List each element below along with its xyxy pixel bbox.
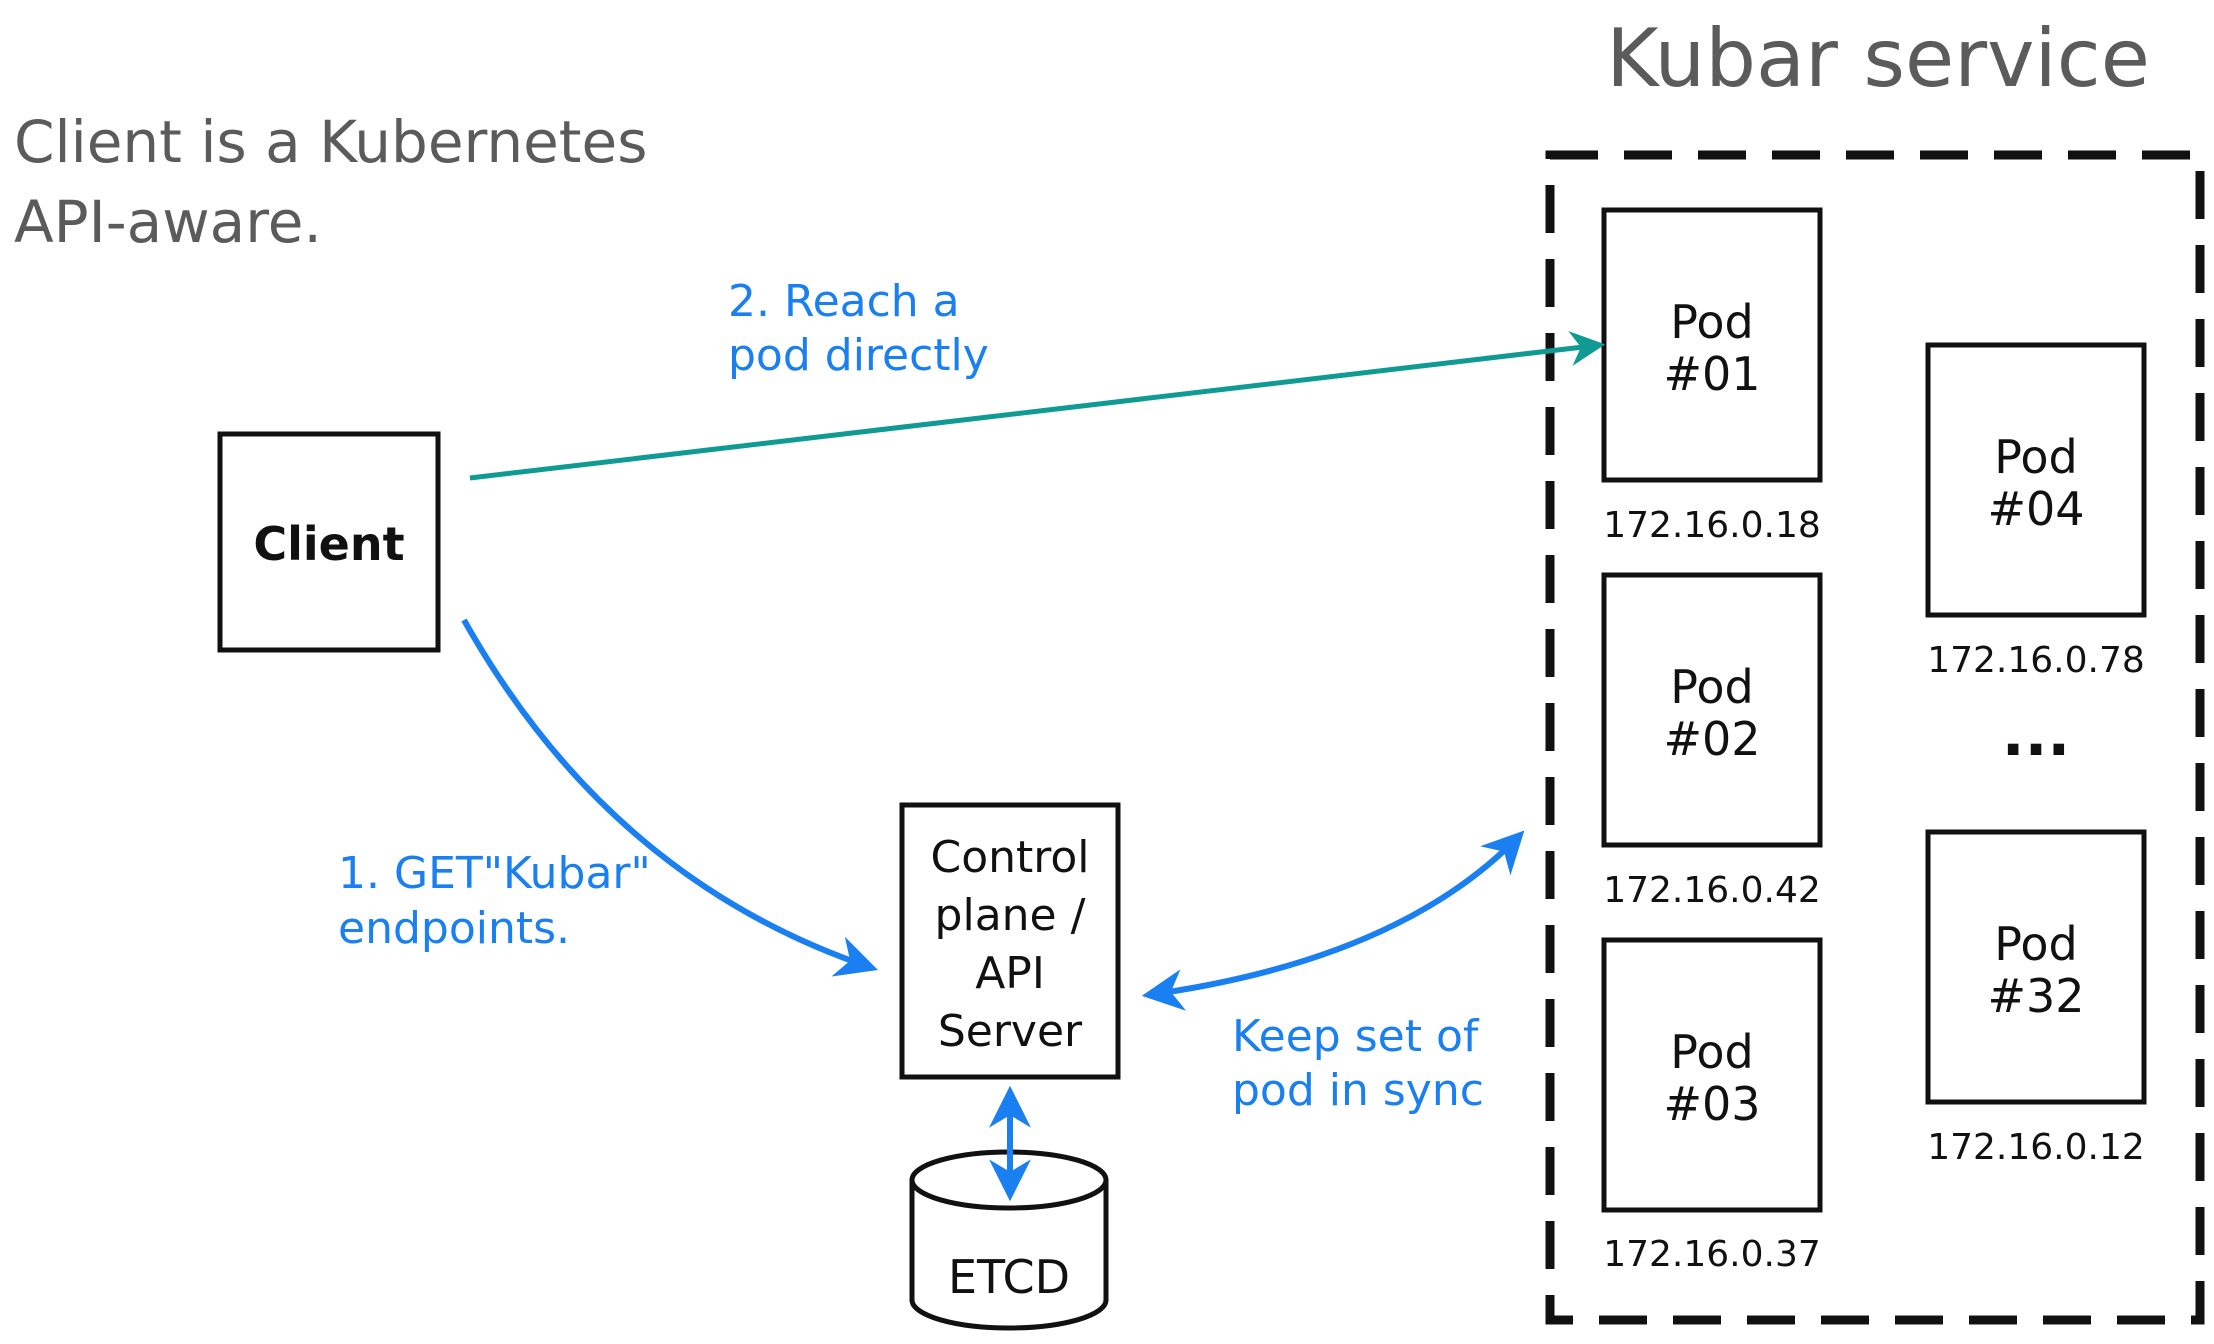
client-note-line2: API-aware. xyxy=(14,188,322,256)
service-boundary xyxy=(1545,150,2205,1325)
reach-pod-arrow xyxy=(469,331,1606,481)
pod-02: Pod #02 172.16.0.42 xyxy=(1601,572,1823,911)
pod-02-label: Pod xyxy=(1670,660,1753,714)
etcd-node: ETCD xyxy=(909,1149,1109,1331)
get-endpoints-label-line1: 1. GET"Kubar" xyxy=(338,848,651,899)
pod-32: Pod #32 172.16.0.12 xyxy=(1925,829,2147,1168)
pod-32-number: #32 xyxy=(1987,969,2084,1023)
pod-03-label: Pod xyxy=(1670,1025,1753,1079)
control-plane-line2: plane / xyxy=(935,890,1086,941)
keep-sync-label-line2: pod in sync xyxy=(1232,1065,1484,1116)
pod-03: Pod #03 172.16.0.37 xyxy=(1601,937,1823,1275)
control-plane-node: Control plane / API Server xyxy=(899,802,1121,1080)
pod-32-label: Pod xyxy=(1994,917,2077,971)
pod-01-number: #01 xyxy=(1663,347,1760,401)
pod-04-number: #04 xyxy=(1987,482,2084,536)
service-title: Kubar service xyxy=(1606,12,2150,105)
pod-03-ip: 172.16.0.37 xyxy=(1603,1234,1821,1275)
client-label: Client xyxy=(253,517,404,571)
client-node: Client xyxy=(217,431,441,653)
pod-01: Pod #01 172.16.0.18 xyxy=(1601,207,1823,546)
control-plane-line4: Server xyxy=(938,1006,1083,1057)
control-plane-line1: Control xyxy=(930,832,1089,883)
get-endpoints-label-line2: endpoints. xyxy=(338,903,570,954)
pod-02-number: #02 xyxy=(1663,712,1760,766)
pod-04-ip: 172.16.0.78 xyxy=(1927,640,2145,681)
pod-04: Pod #04 172.16.0.78 xyxy=(1925,342,2147,681)
keep-sync-label-line1: Keep set of xyxy=(1232,1011,1480,1062)
pod-03-number: #03 xyxy=(1663,1077,1760,1131)
pod-32-ip: 172.16.0.12 xyxy=(1927,1127,2145,1168)
reach-pod-label-line2: pod directly xyxy=(728,330,989,381)
pod-02-ip: 172.16.0.42 xyxy=(1603,870,1821,911)
pod-04-label: Pod xyxy=(1994,430,2077,484)
etcd-label: ETCD xyxy=(948,1250,1070,1304)
reach-pod-label-line1: 2. Reach a xyxy=(728,276,960,327)
keep-sync-arrow xyxy=(1141,830,1525,1011)
get-endpoints-arrow xyxy=(461,618,878,977)
pod-01-ip: 172.16.0.18 xyxy=(1603,505,1821,546)
pod-01-label: Pod xyxy=(1670,295,1753,349)
client-note-line1: Client is a Kubernetes xyxy=(14,108,647,176)
more-pods-ellipsis: ... xyxy=(2002,700,2070,770)
control-plane-line3: API xyxy=(975,948,1045,999)
